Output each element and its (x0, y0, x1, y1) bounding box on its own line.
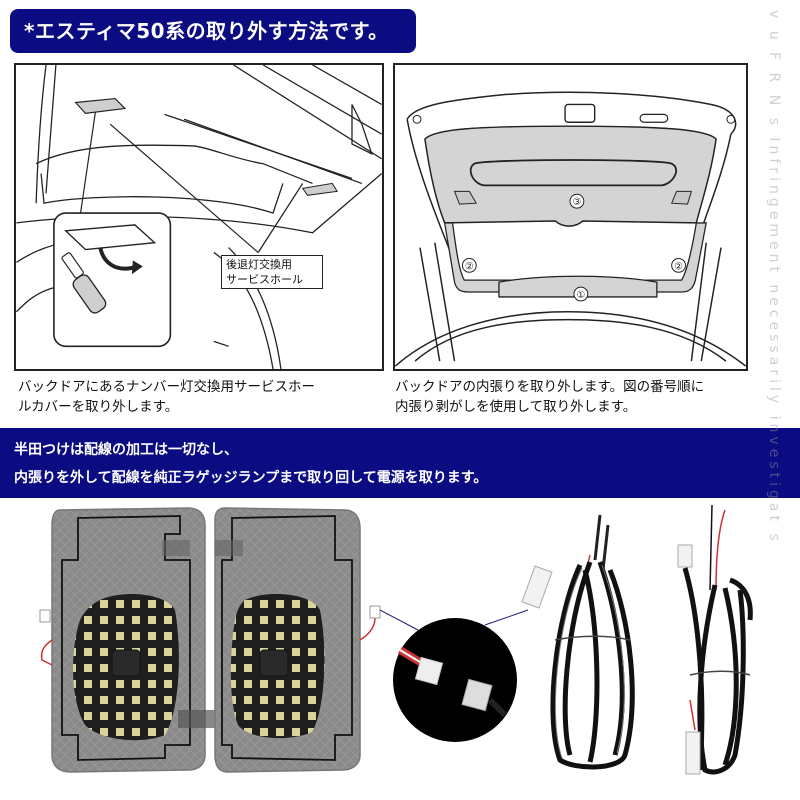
right-caption: バックドアの内張りを取り外します。図の番号順に 内張り剥がしを使用して取り外しま… (395, 377, 775, 417)
info-banner: 半田つけは配線の加工は一切なし、 内張りを外して配線を純正ラゲッジランプまで取り… (0, 428, 800, 498)
back-door-illustration: ① ② ② ③ (395, 91, 746, 367)
right-caption-line-1: バックドアの内張りを取り外します。図の番号順に (395, 379, 705, 395)
left-caption-line-1: バックドアにあるナンバー灯交換用サービスホー (18, 379, 315, 395)
service-hole-callout: 後退灯交換用 サービスホール (221, 255, 323, 289)
right-caption-line-2: 内張り剥がしを使用して取り外します。 (395, 399, 637, 415)
wiring-harness-1 (521, 514, 635, 770)
left-caption-line-2: ルカバーを取り外します。 (18, 399, 179, 415)
led-lamp-right (214, 507, 381, 773)
tailgate-interior-illustration (16, 65, 382, 369)
product-illustration (39, 504, 753, 775)
label-3: ③ (572, 197, 581, 208)
connector-closeup (379, 609, 529, 742)
product-photos (0, 500, 800, 800)
wiring-harness-2 (677, 504, 753, 775)
service-hole-diagram: 後退灯交換用 サービスホール (14, 63, 384, 371)
label-2-right: ② (674, 261, 683, 272)
label-2-left: ② (465, 261, 474, 272)
callout-line-1: 後退灯交換用 (226, 258, 292, 271)
led-lamp-left (39, 507, 226, 773)
label-1: ① (576, 290, 585, 301)
left-caption: バックドアにあるナンバー灯交換用サービスホー ルカバーを取り外します。 (18, 377, 388, 417)
callout-line-2: サービスホール (226, 273, 303, 286)
page-title: *エスティマ50系の取り外す方法です。 (10, 9, 416, 53)
info-line-2: 内張りを外して配線を純正ラゲッジランプまで取り回して電源を取ります。 (14, 470, 488, 486)
back-door-trim-diagram: ① ② ② ③ (393, 63, 748, 371)
info-line-1: 半田つけは配線の加工は一切なし、 (14, 442, 238, 458)
